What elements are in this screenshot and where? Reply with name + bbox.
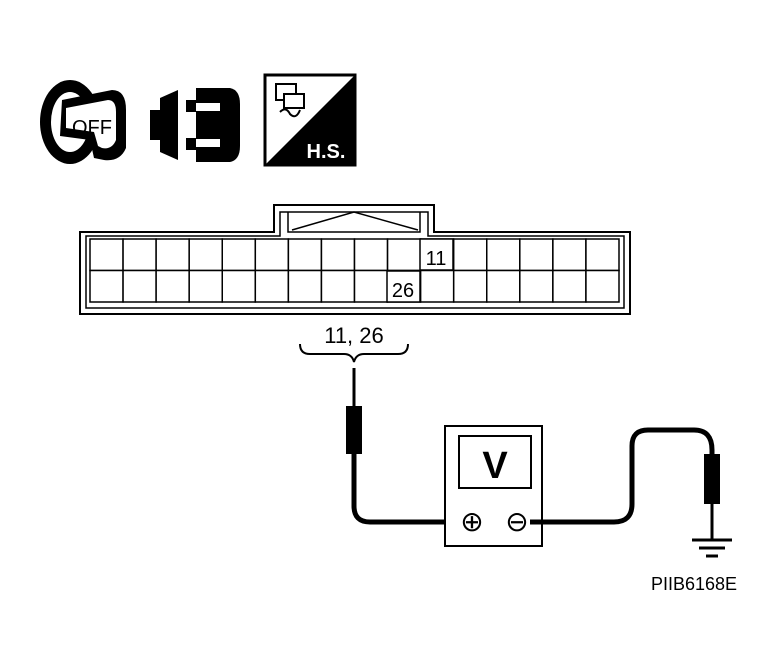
positive-test-lead (346, 368, 462, 525)
cavity-grid (89, 238, 620, 303)
negative-terminal-symbol: ⊖ (505, 506, 528, 537)
terminal-11-label: 11 (426, 248, 447, 270)
connector-cavity (585, 269, 620, 303)
connector-cavity (89, 238, 124, 272)
connector-cavity (552, 269, 587, 303)
connector-cavity (188, 238, 224, 272)
probe-bracket: 11, 26 (299, 323, 409, 363)
connector-cavity (122, 269, 157, 303)
figure-code: PIIB6168E (651, 574, 737, 594)
connector-cavity (519, 238, 554, 272)
connector-cavity (452, 269, 488, 303)
negative-test-lead (530, 427, 720, 540)
connector-cavity (486, 238, 521, 272)
connector-cavity (155, 238, 190, 272)
connector-cavity (320, 269, 356, 303)
voltmeter-unit-label: V (482, 445, 508, 487)
harness-side-icon: H.S. (263, 73, 357, 167)
connector-cavity (486, 269, 521, 303)
connector-cavity (452, 238, 488, 272)
connector-cavity (155, 269, 190, 303)
connector-cavity (122, 238, 157, 272)
terminal-11-cavity (419, 238, 454, 271)
positive-terminal-symbol: ⊕ (460, 506, 483, 537)
probe-terminal-label: 11, 26 (324, 323, 384, 348)
connector-cavity (353, 269, 389, 303)
voltmeter: V ⊕ ⊖ (444, 425, 543, 547)
key-off-label: OFF (72, 117, 112, 139)
terminal-26-label: 26 (392, 280, 414, 302)
terminal-26-cavity (386, 270, 421, 303)
connector-cavity (353, 238, 389, 272)
connector-cavity (552, 238, 587, 272)
connector-cavity (221, 238, 257, 272)
connector-cavity (287, 238, 323, 272)
connector-cavity (188, 269, 224, 303)
connector-cavity (585, 238, 620, 272)
connector-cavity (386, 238, 422, 272)
harness-side-label: H.S. (307, 141, 346, 163)
connector-cavity (320, 238, 356, 272)
connector-cavity (221, 269, 257, 303)
connector-cavity (254, 238, 290, 272)
connector-cavity (519, 269, 554, 303)
connector-cavity (89, 269, 124, 303)
connector-cavity (419, 269, 455, 303)
connector-disconnect-icon (150, 88, 240, 162)
ignition-key-off-icon: OFF (40, 80, 126, 164)
connector-cavity (254, 269, 290, 303)
voltmeter-display (458, 435, 532, 489)
ground-icon (692, 538, 732, 558)
connector-cavity (287, 269, 323, 303)
connector-body: 11 26 (79, 204, 631, 315)
